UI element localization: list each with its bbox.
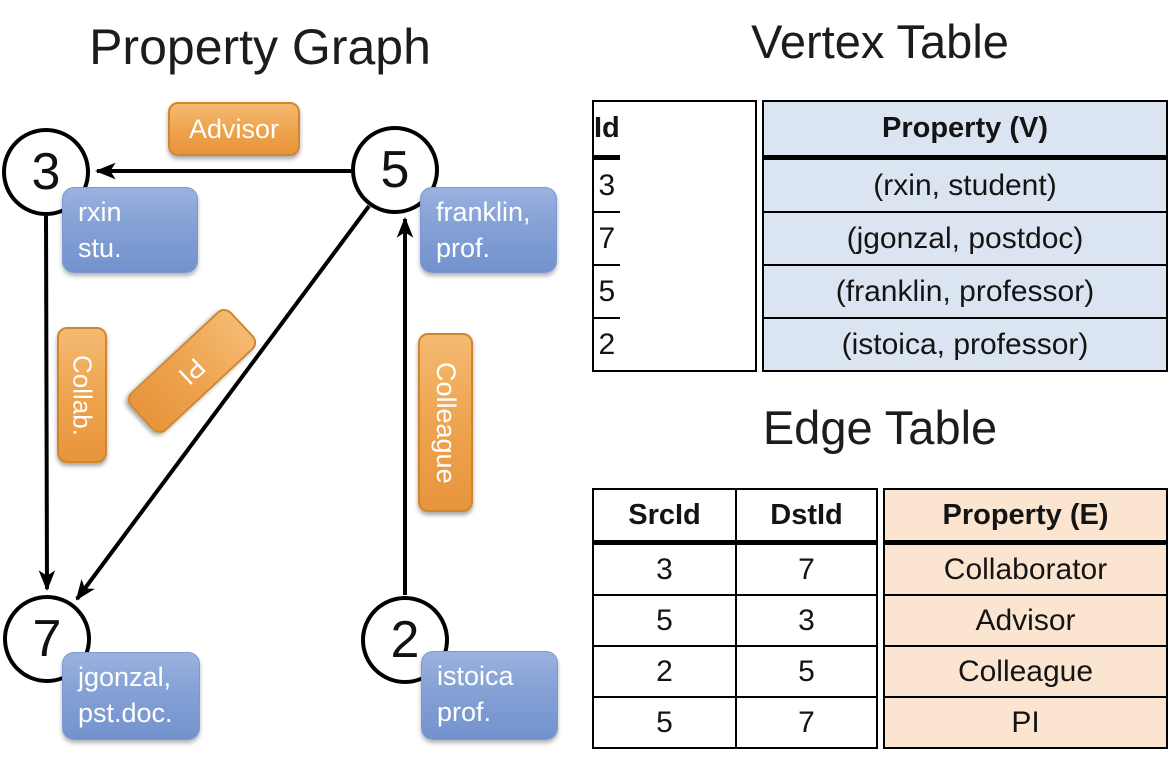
vertex-prop-line: rxin bbox=[78, 197, 122, 227]
edge-table-header-property: Property (E) bbox=[885, 490, 1166, 543]
vertex-table-header-property: Property (V) bbox=[764, 102, 1166, 158]
edge-table-header-dstid: DstId bbox=[737, 490, 876, 543]
vertex-property-cell: (franklin, professor) bbox=[764, 264, 1166, 317]
node-id-label: 2 bbox=[390, 611, 420, 669]
vertex-table-property-column: Property (V) (rxin, student) (jgonzal, p… bbox=[762, 100, 1168, 372]
vertex-prop-line: istoica bbox=[437, 661, 514, 691]
node-id-label: 7 bbox=[32, 610, 62, 668]
edge-src-cell: 3 bbox=[594, 543, 735, 594]
edge-src-cell: 2 bbox=[594, 645, 735, 696]
edge-src-cell: 5 bbox=[594, 696, 735, 747]
property-graph-panel: Property Graph 3 5 7 2 Advisor Collab. P bbox=[0, 0, 580, 760]
vertex-id-cell: 5 bbox=[594, 264, 620, 317]
edge-property-cell: PI bbox=[885, 696, 1166, 747]
edge-dst-cell: 3 bbox=[737, 594, 876, 645]
node-id-label: 5 bbox=[380, 141, 410, 199]
vertex-prop-box-jgonzal: jgonzal, pst.doc. bbox=[62, 652, 200, 740]
node-id-label: 3 bbox=[31, 143, 61, 201]
vertex-prop-box-rxin: rxin stu. bbox=[62, 187, 198, 273]
vertex-prop-line: franklin, bbox=[436, 197, 531, 227]
vertex-table-header-id: Id bbox=[594, 102, 620, 158]
vertex-prop-box-istoica: istoica prof. bbox=[421, 651, 558, 740]
vertex-table: Id 3 7 5 2 Property (V) (rxin, student) … bbox=[592, 100, 1168, 372]
edge-label-colleague: Colleague bbox=[418, 333, 473, 512]
edge-label-advisor: Advisor bbox=[168, 102, 300, 156]
vertex-prop-line: prof. bbox=[437, 696, 492, 727]
edge-table-property-column: Property (E) Collaborator Advisor Collea… bbox=[883, 488, 1168, 749]
edge-label-collab: Collab. bbox=[57, 327, 107, 463]
edge-table-src-dst-columns: SrcId 3 5 2 5 DstId 7 3 5 7 bbox=[592, 488, 878, 749]
vertex-prop-line: stu. bbox=[78, 232, 122, 263]
vertex-property-cell: (jgonzal, postdoc) bbox=[764, 211, 1166, 264]
edge-property-cell: Advisor bbox=[885, 594, 1166, 645]
edge-dst-cell: 7 bbox=[737, 696, 876, 747]
edge-property-cell: Collaborator bbox=[885, 543, 1166, 594]
edge-3-to-7-collaborator bbox=[38, 215, 56, 592]
vertex-id-cell: 2 bbox=[594, 317, 620, 370]
vertex-table-id-column: Id 3 7 5 2 bbox=[592, 100, 757, 372]
graph-edges bbox=[38, 162, 414, 601]
vertex-property-cell: (istoica, professor) bbox=[764, 317, 1166, 370]
edge-table-title: Edge Table bbox=[762, 401, 998, 454]
edge-src-cell: 5 bbox=[594, 594, 735, 645]
vertex-prop-line: jgonzal, bbox=[78, 662, 172, 692]
vertex-property-cell: (rxin, student) bbox=[764, 158, 1166, 211]
vertex-prop-box-franklin: franklin, prof. bbox=[420, 187, 557, 273]
vertex-prop-line: prof. bbox=[436, 232, 491, 263]
edge-dst-cell: 7 bbox=[737, 543, 876, 594]
tables-panel: Vertex Table Id 3 7 5 2 Property (V) (rx… bbox=[580, 0, 1170, 760]
property-graph-title: Property Graph bbox=[89, 19, 431, 75]
vertex-prop-line: pst.doc. bbox=[78, 697, 173, 728]
vertex-id-cell: 7 bbox=[594, 211, 620, 264]
edge-table-header-srcid: SrcId bbox=[594, 490, 735, 543]
graph-node-2: 2 bbox=[361, 596, 449, 684]
vertex-id-cell: 3 bbox=[594, 158, 620, 211]
vertex-table-title: Vertex Table bbox=[751, 15, 1009, 68]
edge-property-cell: Colleague bbox=[885, 645, 1166, 696]
edge-dst-cell: 5 bbox=[737, 645, 876, 696]
edge-5-to-7-pi bbox=[75, 204, 371, 601]
edge-table: SrcId 3 5 2 5 DstId 7 3 5 7 Property (E) bbox=[592, 488, 1168, 749]
